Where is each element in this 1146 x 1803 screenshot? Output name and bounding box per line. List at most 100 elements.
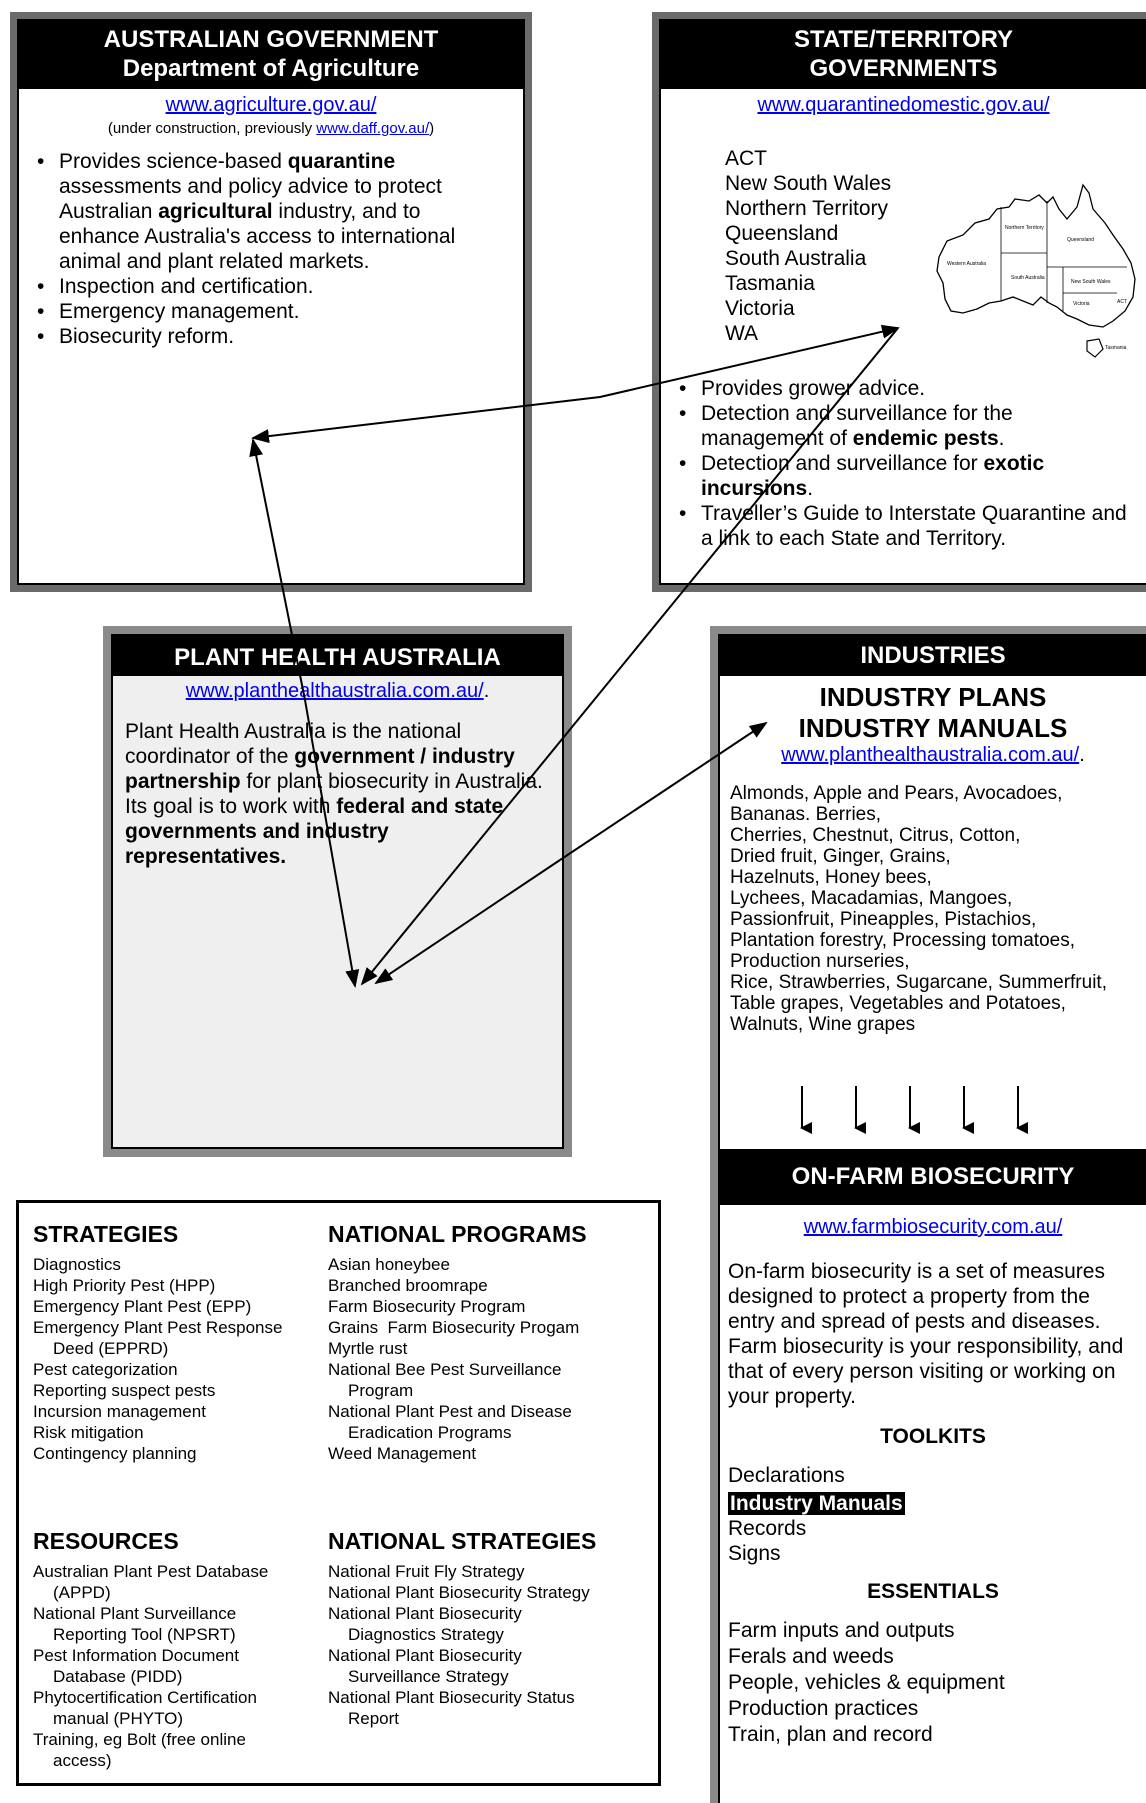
list-item: Grains Farm Biosecurity Progam <box>328 1318 580 1337</box>
department-title: Department of Agriculture <box>122 55 420 82</box>
plant-health-australia-box: PLANT HEALTH AUSTRALIA www.planthealthau… <box>103 626 572 1157</box>
list-item: Emergency Plant Pest Response <box>33 1318 283 1337</box>
state-item: Tasmania <box>725 272 815 295</box>
list-item: Contingency planning <box>33 1444 197 1463</box>
strategies-list: Diagnostics High Priority Pest (HPP) Eme… <box>33 1254 323 1464</box>
programs-box: STRATEGIES Diagnostics High Priority Pes… <box>16 1200 661 1786</box>
list-item: Database (PIDD) <box>53 1667 183 1686</box>
toolkit-declarations[interactable]: Declarations <box>728 1464 845 1487</box>
plant-health-australia-header: PLANT HEALTH AUSTRALIA <box>113 636 562 676</box>
map-label: Tasmania <box>1105 345 1127 351</box>
list-item: Rice, Strawberries, Sugarcane, Summerfru… <box>730 972 1107 993</box>
essential-item[interactable]: Train, plan and record <box>728 1723 933 1746</box>
list-item: Weed Management <box>328 1444 477 1463</box>
australian-government-title: AUSTRALIAN GOVERNMENT <box>103 26 439 53</box>
resources-list: Australian Plant Pest Database (APPD) Na… <box>33 1561 323 1771</box>
australia-map-icon: Northern Territory Queensland Western Au… <box>936 183 1136 358</box>
list-item: Emergency Plant Pest (EPP) <box>33 1297 252 1316</box>
list-item: Traveller’s Guide to Interstate Quaranti… <box>679 501 1132 551</box>
plant-health-description: Plant Health Australia is the national c… <box>125 720 543 868</box>
list-item: National Plant Biosecurity Strategy <box>328 1583 590 1602</box>
map-label: Queensland <box>1067 237 1094 243</box>
list-item: Diagnostics <box>33 1255 121 1274</box>
essentials-list: Farm inputs and outputs Ferals and weeds… <box>728 1618 1146 1748</box>
industries-box: INDUSTRIES INDUSTRY PLANS INDUSTRY MANUA… <box>710 626 1146 1803</box>
essential-item[interactable]: Production practices <box>728 1697 919 1720</box>
list-item: Detection and surveillance for exotic in… <box>679 451 1132 501</box>
list-item: Pest categorization <box>33 1360 178 1379</box>
state-item: South Australia <box>725 247 867 270</box>
list-item: National Bee Pest Surveillance <box>328 1360 562 1379</box>
toolkit-records[interactable]: Records <box>728 1517 807 1540</box>
essential-item[interactable]: Farm inputs and outputs <box>728 1619 955 1642</box>
list-item: Farm Biosecurity Program <box>328 1297 526 1316</box>
state-item: Queensland <box>725 222 839 245</box>
list-item: Hazelnuts, Honey bees, <box>730 867 932 888</box>
list-item: National Fruit Fly Strategy <box>328 1562 525 1581</box>
down-arrows-icon <box>800 1086 1028 1134</box>
list-item: National Plant Surveillance <box>33 1604 237 1623</box>
list-item: Report <box>348 1709 400 1728</box>
farm-biosecurity-url-link[interactable]: www.farmbiosecurity.com.au/ <box>803 1216 1063 1238</box>
plant-health-url-link[interactable]: www.planthealthaustralia.com.au/ <box>185 680 484 702</box>
list-item: Reporting suspect pests <box>33 1381 216 1400</box>
list-item: National Plant Biosecurity <box>328 1604 522 1623</box>
state-item: Victoria <box>725 297 795 320</box>
list-item: National Plant Biosecurity Status <box>328 1688 575 1707</box>
toolkit-signs[interactable]: Signs <box>728 1542 781 1565</box>
list-item: Diagnostics Strategy <box>348 1625 504 1644</box>
list-item: (APPD) <box>53 1583 111 1602</box>
state-item: New South Wales <box>725 172 892 195</box>
list-item: Provides grower advice. <box>679 376 1132 401</box>
list-item: Emergency management. <box>37 299 501 324</box>
resources-heading: RESOURCES <box>33 1528 179 1554</box>
industries-url-link[interactable]: www.planthealthaustralia.com.au/ <box>781 744 1080 766</box>
australian-government-bullets: Provides science-based quarantine assess… <box>33 149 501 349</box>
construction-note: (under construction, previously www.daff… <box>107 120 435 137</box>
list-item: Phytocertification Certification <box>33 1688 257 1707</box>
state-item: Northern Territory <box>725 197 888 220</box>
list-item: Production nurseries, <box>730 951 910 972</box>
on-farm-biosecurity-header: ON-FARM BIOSECURITY <box>720 1149 1146 1205</box>
list-item: Table grapes, Vegetables and Potatoes, <box>730 993 1066 1014</box>
state-item: WA <box>725 322 759 345</box>
list-item: access) <box>53 1751 112 1770</box>
list-item: Biosecurity reform. <box>37 324 501 349</box>
list-item: manual (PHYTO) <box>53 1709 184 1728</box>
list-item: Detection and surveillance for the manag… <box>679 401 1132 451</box>
map-label: Northern Territory <box>1005 225 1044 231</box>
map-label: Victoria <box>1073 301 1090 307</box>
map-label: ACT <box>1117 299 1127 305</box>
toolkits-list: Declarations Industry Manuals Records Si… <box>728 1463 1146 1566</box>
quarantine-domestic-url-link[interactable]: www.quarantinedomestic.gov.au/ <box>757 94 1050 116</box>
essentials-heading: ESSENTIALS <box>867 1580 999 1603</box>
list-item: Asian honeybee <box>328 1255 450 1274</box>
industries-header: INDUSTRIES <box>720 636 1146 676</box>
state-territory-bullets: Provides grower advice. Detection and su… <box>675 376 1132 551</box>
list-item: High Priority Pest (HPP) <box>33 1276 216 1295</box>
map-label: Western Australia <box>947 261 986 267</box>
list-item: Dried fruit, Ginger, Grains, <box>730 846 951 867</box>
list-item: Lychees, Macadamias, Mangoes, <box>730 888 1013 909</box>
australian-government-box: AUSTRALIAN GOVERNMENT Department of Agri… <box>10 12 532 592</box>
states-list: ACT New South Wales Northern Territory Q… <box>725 146 891 346</box>
state-territory-title: STATE/TERRITORY <box>793 26 1014 53</box>
list-item: Incursion management <box>33 1402 206 1421</box>
list-item: Pest Information Document <box>33 1646 239 1665</box>
state-territory-header: STATE/TERRITORY GOVERNMENTS <box>661 21 1146 89</box>
list-item: Myrtle rust <box>328 1339 408 1358</box>
list-item: Program <box>348 1381 414 1400</box>
toolkit-industry-manuals[interactable]: Industry Manuals <box>728 1492 905 1515</box>
map-label: South Australia <box>1011 275 1045 281</box>
crop-list: Almonds, Apple and Pears, Avocadoes, Ban… <box>730 783 1146 1035</box>
list-item: Walnuts, Wine grapes <box>730 1014 916 1035</box>
toolkits-heading: TOOLKITS <box>880 1425 986 1448</box>
governments-title: GOVERNMENTS <box>809 55 998 82</box>
list-item: Inspection and certification. <box>37 274 501 299</box>
national-programs-heading: NATIONAL PROGRAMS <box>328 1221 587 1247</box>
essential-item[interactable]: People, vehicles & equipment <box>728 1671 1005 1694</box>
list-item: Risk mitigation <box>33 1423 144 1442</box>
agriculture-url-link[interactable]: www.agriculture.gov.au/ <box>165 94 377 116</box>
essential-item[interactable]: Ferals and weeds <box>728 1645 894 1668</box>
daff-url-link[interactable]: www.daff.gov.au/ <box>316 120 430 137</box>
